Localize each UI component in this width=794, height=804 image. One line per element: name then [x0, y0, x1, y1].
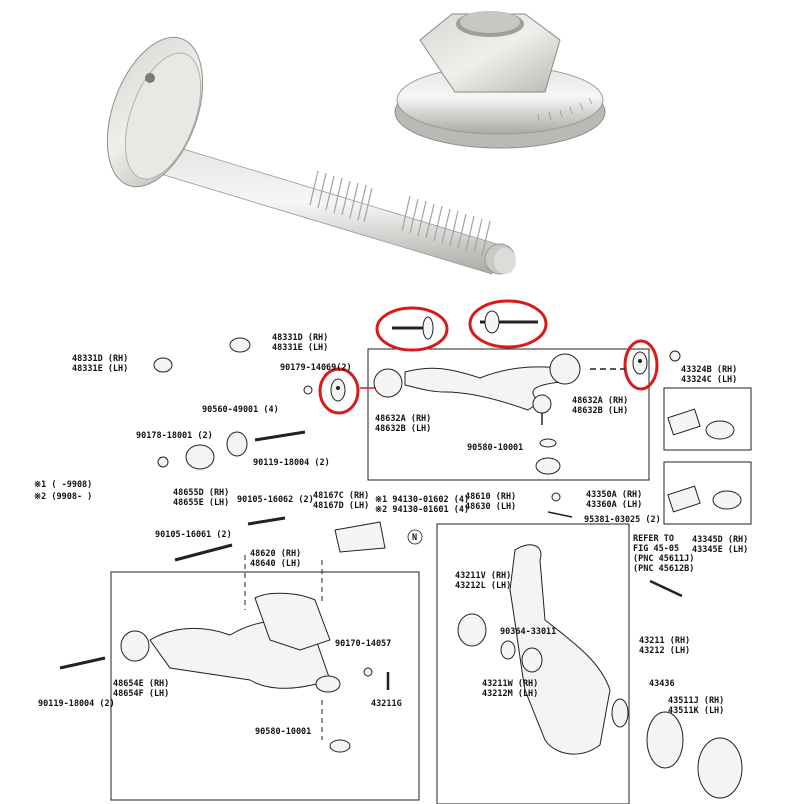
- label-48630: 48630 (LH): [465, 502, 516, 512]
- label-43211: 43211 (RH): [639, 636, 690, 646]
- label-48331e-left: 48331E (LH): [72, 364, 128, 374]
- label-90179: 90179-14069(2): [280, 363, 352, 373]
- label-43324b: 43324B (RH): [681, 365, 737, 375]
- label-48331d-left: 48331D (RH): [72, 354, 128, 364]
- label-43345d: 43345D (RH): [692, 535, 748, 545]
- label-48331d-top: 48331D (RH): [272, 333, 328, 343]
- label-90580b: 90580-10001: [255, 727, 311, 737]
- label-43436: 43436: [649, 679, 675, 689]
- note-1: ※1 ( -9908): [34, 480, 92, 490]
- label-48654e: 48654E (RH): [113, 679, 169, 689]
- cam-nut-photo: [394, 11, 606, 149]
- label-90364: 90364-33011: [500, 627, 556, 637]
- cam-bolt-photo: [106, 36, 516, 275]
- note-2: ※2 (9908- ): [34, 492, 92, 502]
- label-n-marker: N: [412, 533, 417, 543]
- label-43511k: 43511K (LH): [668, 706, 724, 716]
- label-48640: 48640 (LH): [250, 559, 301, 569]
- label-48610: 48610 (RH): [465, 492, 516, 502]
- label-90178: 90178-18001 (2): [136, 431, 213, 441]
- label-43211w: 43211W (RH): [482, 679, 538, 689]
- label-48632b-r: 48632B (LH): [572, 406, 628, 416]
- label-90560: 90560-49001 (4): [202, 405, 279, 415]
- label-48655d: 48655D (RH): [173, 488, 229, 498]
- lower-arm-parts: [59, 555, 390, 753]
- label-48632a-r: 48632A (RH): [572, 396, 628, 406]
- label-90119a: 90119-18004 (2): [253, 458, 330, 468]
- highlight-marks: [318, 299, 659, 415]
- knuckle-parts: [457, 544, 743, 799]
- refer-line-1: REFER TO: [633, 534, 674, 544]
- label-43360a: 43360A (LH): [586, 500, 642, 510]
- label-48655e: 48655E (LH): [173, 498, 229, 508]
- label-48654f: 48654F (LH): [113, 689, 169, 699]
- label-90105b: 90105-16061 (2): [155, 530, 232, 540]
- label-43350a: 43350A (RH): [586, 490, 642, 500]
- refer-line-2: FIG 45-05: [633, 544, 679, 554]
- label-90119b: 90119-18004 (2): [38, 699, 115, 709]
- label-43324c: 43324C (LH): [681, 375, 737, 385]
- label-43345e: 43345E (LH): [692, 545, 748, 555]
- label-48167c: 48167C (RH): [313, 491, 369, 501]
- label-95381: 95381-03025 (2): [584, 515, 661, 525]
- label-94130a: ※1 94130-01602 (4): [375, 495, 469, 505]
- label-43511j: 43511J (RH): [668, 696, 724, 706]
- upper-arm-parts: [153, 310, 742, 598]
- label-48167d: 48167D (LH): [313, 501, 369, 511]
- diagram-frames: [110, 348, 752, 804]
- label-90170: 90170-14057: [335, 639, 391, 649]
- refer-line-4: (PNC 45612B): [633, 564, 694, 574]
- label-90105a: 90105-16062 (2): [237, 495, 314, 505]
- label-48632b-l: 48632B (LH): [375, 424, 431, 434]
- label-48632a-l: 48632A (RH): [375, 414, 431, 424]
- label-94130b: ※2 94130-01601 (4): [375, 505, 469, 515]
- label-48620: 48620 (RH): [250, 549, 301, 559]
- label-90580a: 90580-10001: [467, 443, 523, 453]
- label-43211g: 43211G: [371, 699, 402, 709]
- label-48331e-top: 48331E (LH): [272, 343, 328, 353]
- label-43212: 43212 (LH): [639, 646, 690, 656]
- label-43211v: 43211V (RH): [455, 571, 511, 581]
- part-labels: 48331D (RH) 48331E (LH) 48331D (RH) 4833…: [34, 333, 748, 737]
- label-43212l: 43212L (LH): [455, 581, 511, 591]
- refer-line-3: (PNC 45611J): [633, 554, 694, 564]
- label-43212m: 43212M (LH): [482, 689, 538, 699]
